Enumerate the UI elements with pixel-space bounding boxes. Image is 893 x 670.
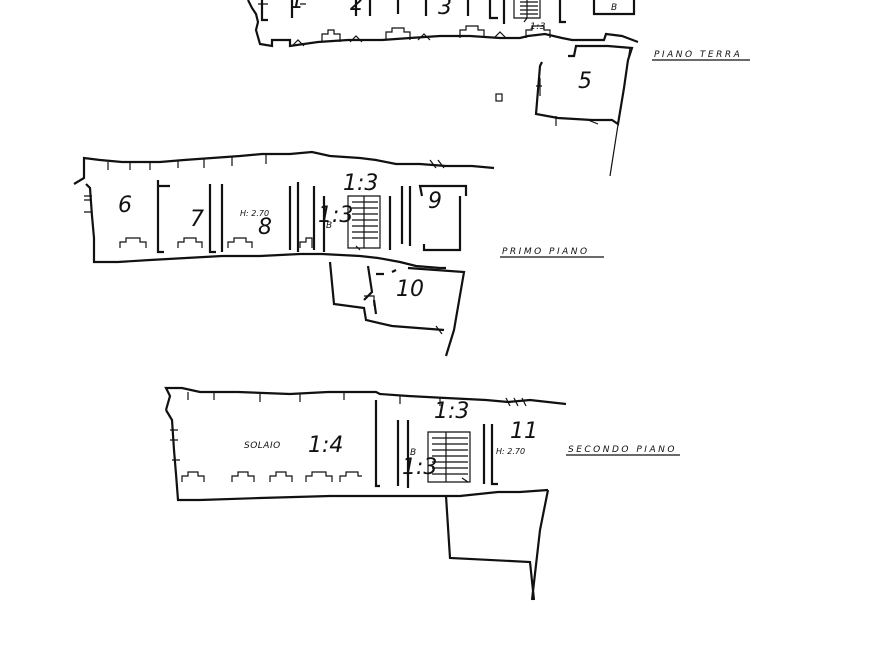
stair-label-first-side: 1:3	[318, 203, 353, 228]
first-floor-plan: 6 7 8 H: 2.70 1:3 1:3 B 9 10 PRIMO PIANO	[73, 150, 604, 357]
room-label-9: 9	[428, 189, 442, 214]
height-label-second: H: 2.70	[496, 447, 525, 456]
solaio-ref-label: 1:4	[308, 433, 343, 458]
b-label-second: B	[410, 448, 417, 458]
b-label-first: B	[326, 221, 333, 231]
stair-label-first-top: 1:3	[343, 171, 378, 196]
room-label-2: 2	[350, 0, 364, 16]
floor-label-first: PRIMO PIANO	[502, 247, 590, 257]
room-label-10: 10	[396, 277, 424, 302]
floor-label-ground: PIANO TERRA	[654, 50, 742, 60]
stair-label-ground: 1:3	[530, 22, 546, 32]
height-label-first: H: 2.70	[240, 209, 269, 218]
room-label-7: 7	[190, 207, 204, 232]
ground-floor-plan: 1 2 3 1:3 B 5 PIANO TERRA	[247, 0, 750, 177]
b-label-ground: B	[611, 3, 618, 13]
stair-label-second-top: 1:3	[434, 399, 469, 424]
room-label-6: 6	[118, 193, 132, 218]
room-label-1: 1	[290, 0, 304, 14]
second-floor-plan: SOLAIO 1:4 1:3 1:3 B 11 H: 2.70 SECONDO …	[164, 386, 680, 601]
solaio-label: SOLAIO	[244, 441, 281, 451]
room-label-3: 3	[438, 0, 452, 20]
room-label-5: 5	[578, 69, 592, 94]
stair-label-second-side: 1:3	[402, 455, 437, 480]
floor-label-second: SECONDO PIANO	[568, 445, 677, 455]
room-label-11: 11	[510, 419, 538, 444]
room-label-8: 8	[258, 215, 272, 240]
